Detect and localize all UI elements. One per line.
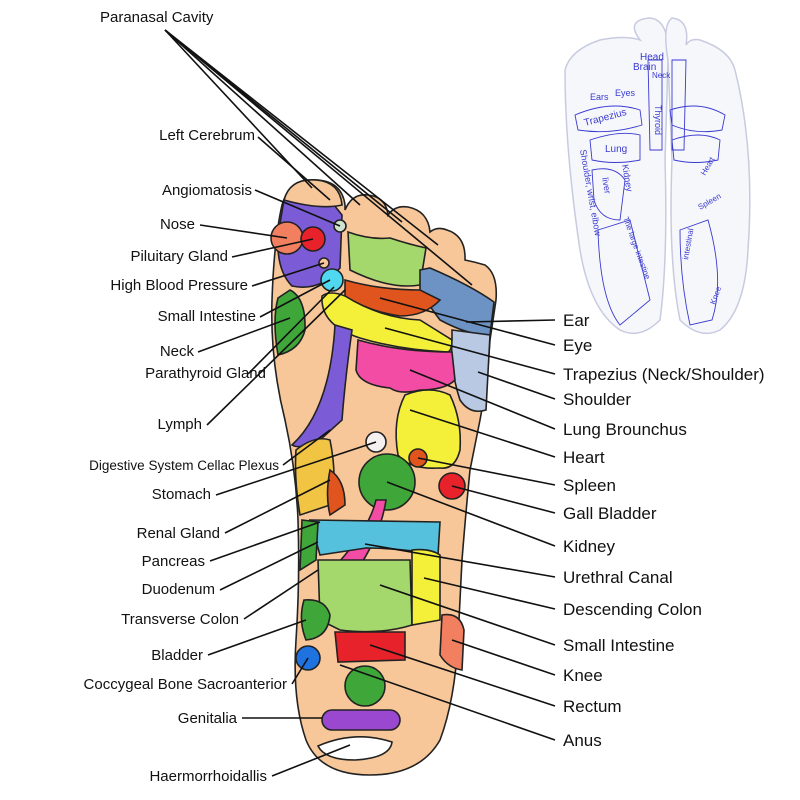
sock-label-kidney: Kidney: [620, 164, 635, 193]
label-eye: Eye: [563, 336, 592, 355]
label-coccygeal-bone: Coccygeal Bone Sacroanterior: [84, 676, 287, 693]
label-parathyroid-gland: Parathyroid Gland: [145, 365, 266, 382]
reflexology-socks-image: Head Brain Neck Ears Eyes Trapezius Lung…: [564, 17, 751, 335]
sock-label-head: Head: [640, 52, 664, 63]
label-ear: Ear: [563, 311, 590, 330]
label-duodenum: Duodenum: [142, 581, 215, 598]
sock-label-ears: Ears: [590, 92, 609, 102]
label-anus: Anus: [563, 731, 602, 750]
label-neck: Neck: [160, 343, 195, 360]
sock-label-thyroid: Thyroid: [653, 105, 663, 135]
label-knee: Knee: [563, 666, 603, 685]
leader-lines-left: [164, 29, 473, 777]
label-heart: Heart: [563, 448, 605, 467]
sock-label-neck: Neck: [652, 71, 671, 80]
label-angiomatosis: Angiomatosis: [162, 182, 252, 199]
label-high-blood-pressure: High Blood Pressure: [110, 277, 248, 294]
label-paranasal-cavity: Paranasal Cavity: [100, 9, 214, 26]
foot: [270, 179, 498, 776]
label-renal-gland: Renal Gland: [137, 525, 220, 542]
label-haemorrhoidallis: Haermorrhoidallis: [149, 768, 267, 785]
label-stomach: Stomach: [152, 486, 211, 503]
label-pituitary-gland: Piluitary Gland: [130, 248, 228, 265]
label-lymph: Lymph: [158, 416, 202, 433]
label-bladder: Bladder: [151, 647, 203, 664]
left-labels: Paranasal Cavity Left Cerebrum Angiomato…: [84, 9, 287, 785]
label-shoulder: Shoulder: [563, 390, 631, 409]
label-pancreas: Pancreas: [142, 553, 205, 570]
label-left-cerebrum: Left Cerebrum: [159, 127, 255, 144]
label-small-intestine-right: Small Intestine: [563, 636, 675, 655]
sock-label-liver: liver: [600, 177, 613, 195]
leader-lines-right: [339, 297, 556, 741]
label-genitalia: Genitalia: [178, 710, 238, 727]
label-urethral-canal: Urethral Canal: [563, 568, 673, 587]
label-lung-bronchus: Lung Brounchus: [563, 420, 687, 439]
label-spleen: Spleen: [563, 476, 616, 495]
sock-label-eyes: Eyes: [615, 88, 636, 98]
label-descending-colon: Descending Colon: [563, 600, 702, 619]
label-rectum: Rectum: [563, 697, 622, 716]
sock-label-brain: Brain: [633, 62, 656, 73]
label-trapezius: Trapezius (Neck/Shoulder): [563, 365, 765, 384]
label-transverse-colon: Transverse Colon: [121, 611, 239, 628]
label-gall-bladder: Gall Bladder: [563, 504, 657, 523]
sock-label-lung: Lung: [605, 144, 627, 155]
label-digestive-system: Digestive System Cellac Plexus: [89, 458, 279, 473]
label-nose: Nose: [160, 216, 195, 233]
right-labels: Ear Eye Trapezius (Neck/Shoulder) Should…: [563, 311, 765, 750]
label-kidney: Kidney: [563, 537, 615, 556]
label-small-intestine-left: Small Intestine: [158, 308, 256, 325]
